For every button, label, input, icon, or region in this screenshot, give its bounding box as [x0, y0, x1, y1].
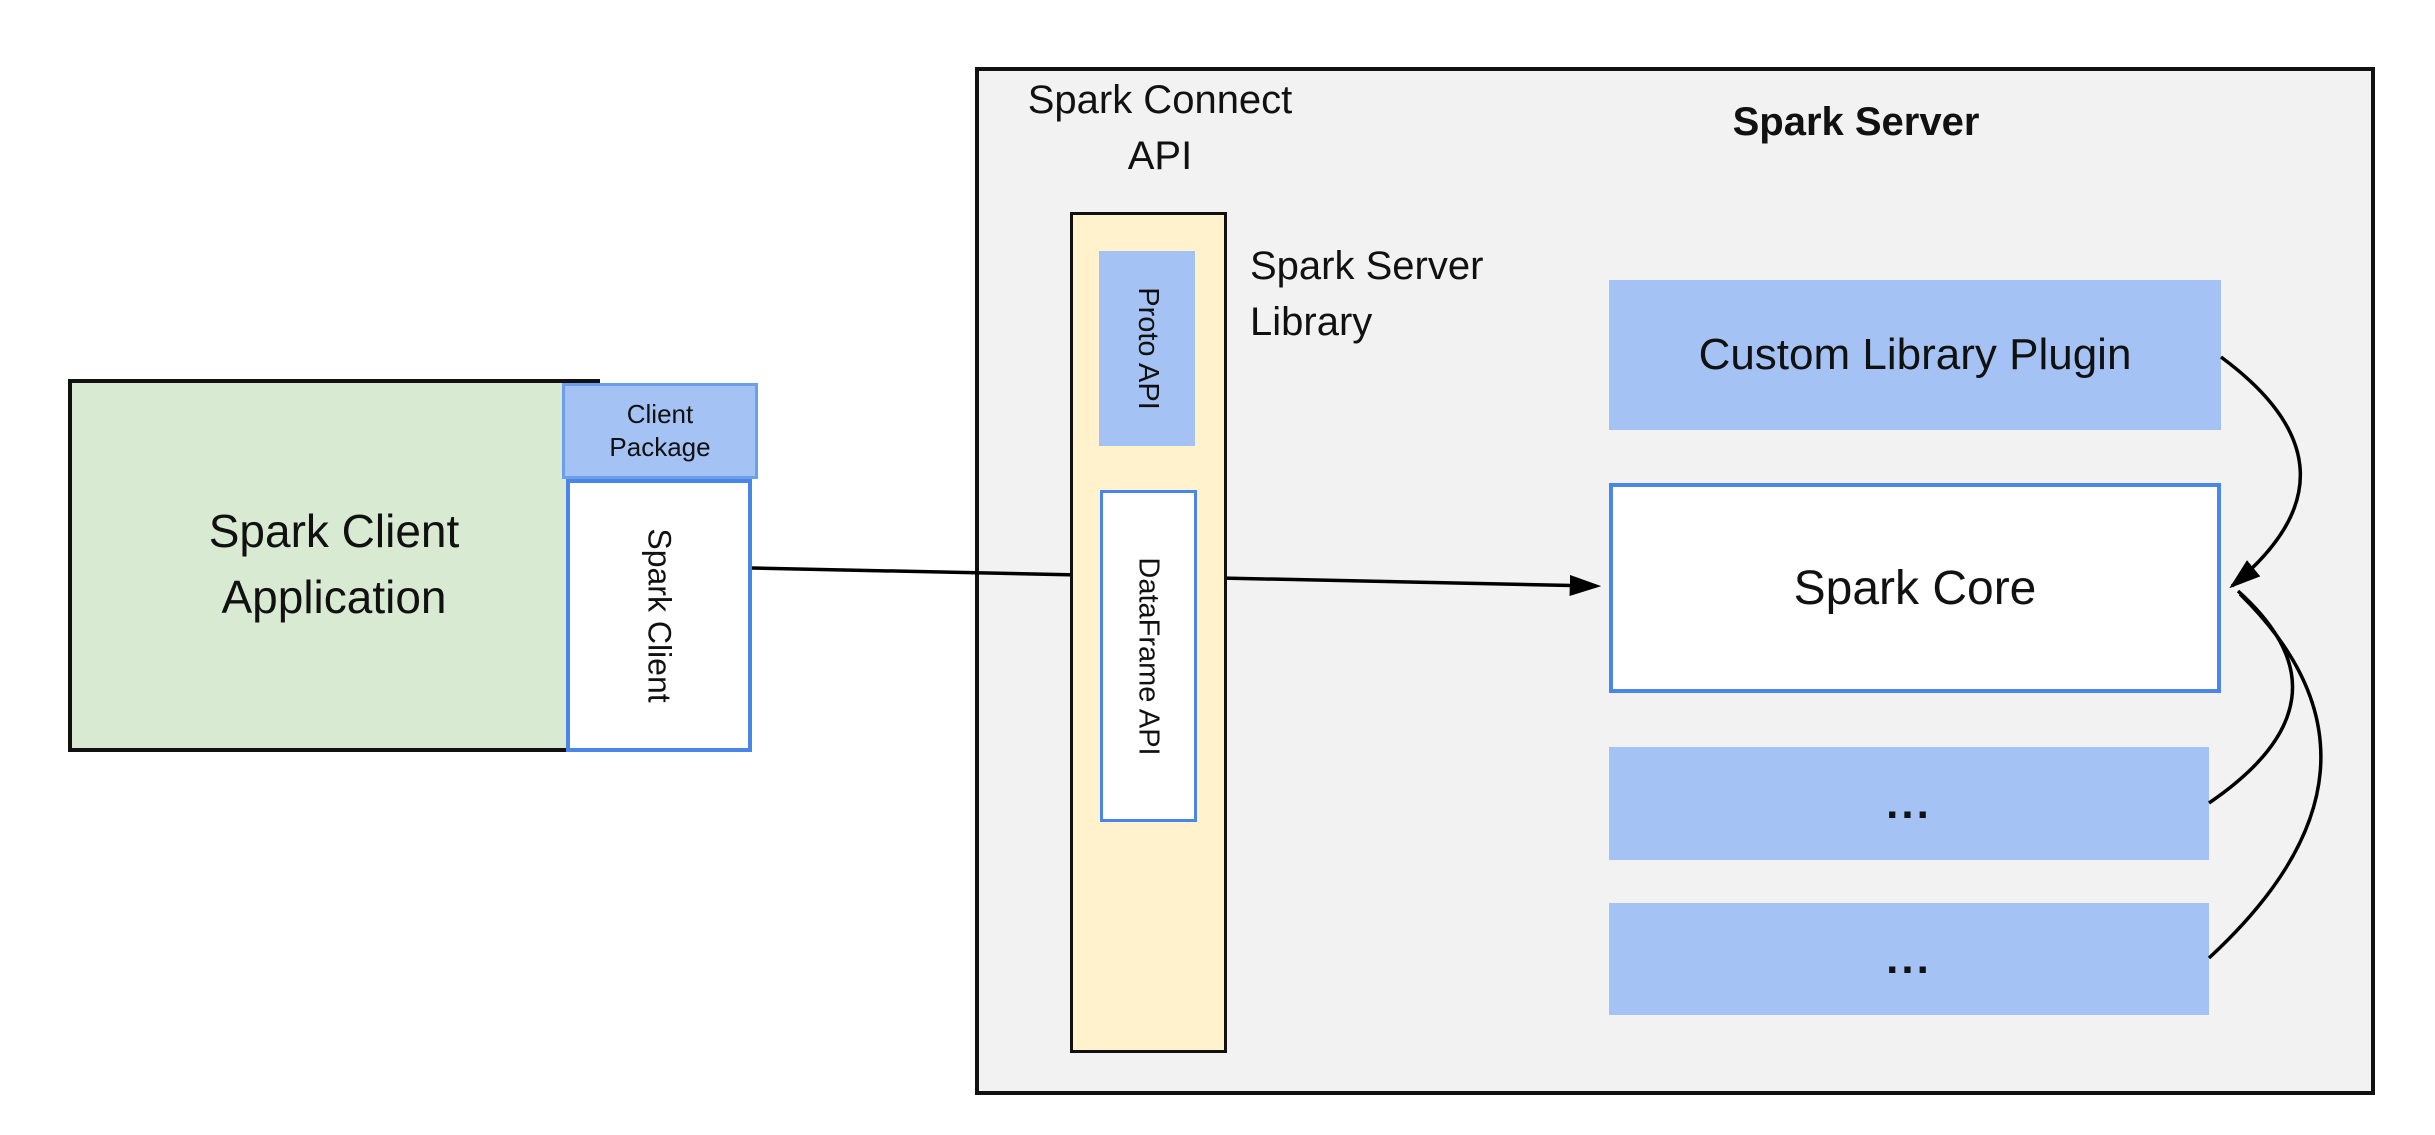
spark-client-application-box: [68, 379, 600, 752]
spark-server-library-label: Spark Server Library: [1250, 244, 1484, 344]
client-package-label: Client Package: [609, 399, 711, 462]
spark-client-box: Spark Client: [566, 479, 752, 752]
custom-library-plugin-label: Custom Library Plugin: [1698, 330, 2132, 379]
ellipsis-box-1-label: ...: [1886, 778, 1932, 828]
spark-server-title: Spark Server: [1732, 100, 1980, 144]
ellipsis-box-1: ...: [1609, 747, 2209, 860]
proto-api-box: Proto API: [1099, 251, 1195, 446]
spark-core-label: Spark Core: [1793, 561, 2037, 615]
spark-core-box: Spark Core: [1609, 483, 2221, 693]
spark-client-label: Spark Client: [641, 528, 678, 703]
spark-client-application-label: Spark Client Application: [208, 505, 460, 623]
dataframe-api-label: DataFrame API: [1133, 556, 1165, 756]
proto-api-label: Proto API: [1131, 287, 1164, 410]
client-package-box: Client Package: [562, 383, 758, 479]
ellipsis-box-2-label: ...: [1886, 934, 1932, 983]
dataframe-api-box: DataFrame API: [1100, 490, 1197, 822]
spark-connect-api-title: Spark Connect API: [1027, 78, 1293, 178]
custom-library-plugin-box: Custom Library Plugin: [1609, 280, 2221, 430]
ellipsis-box-2: ...: [1609, 903, 2209, 1015]
